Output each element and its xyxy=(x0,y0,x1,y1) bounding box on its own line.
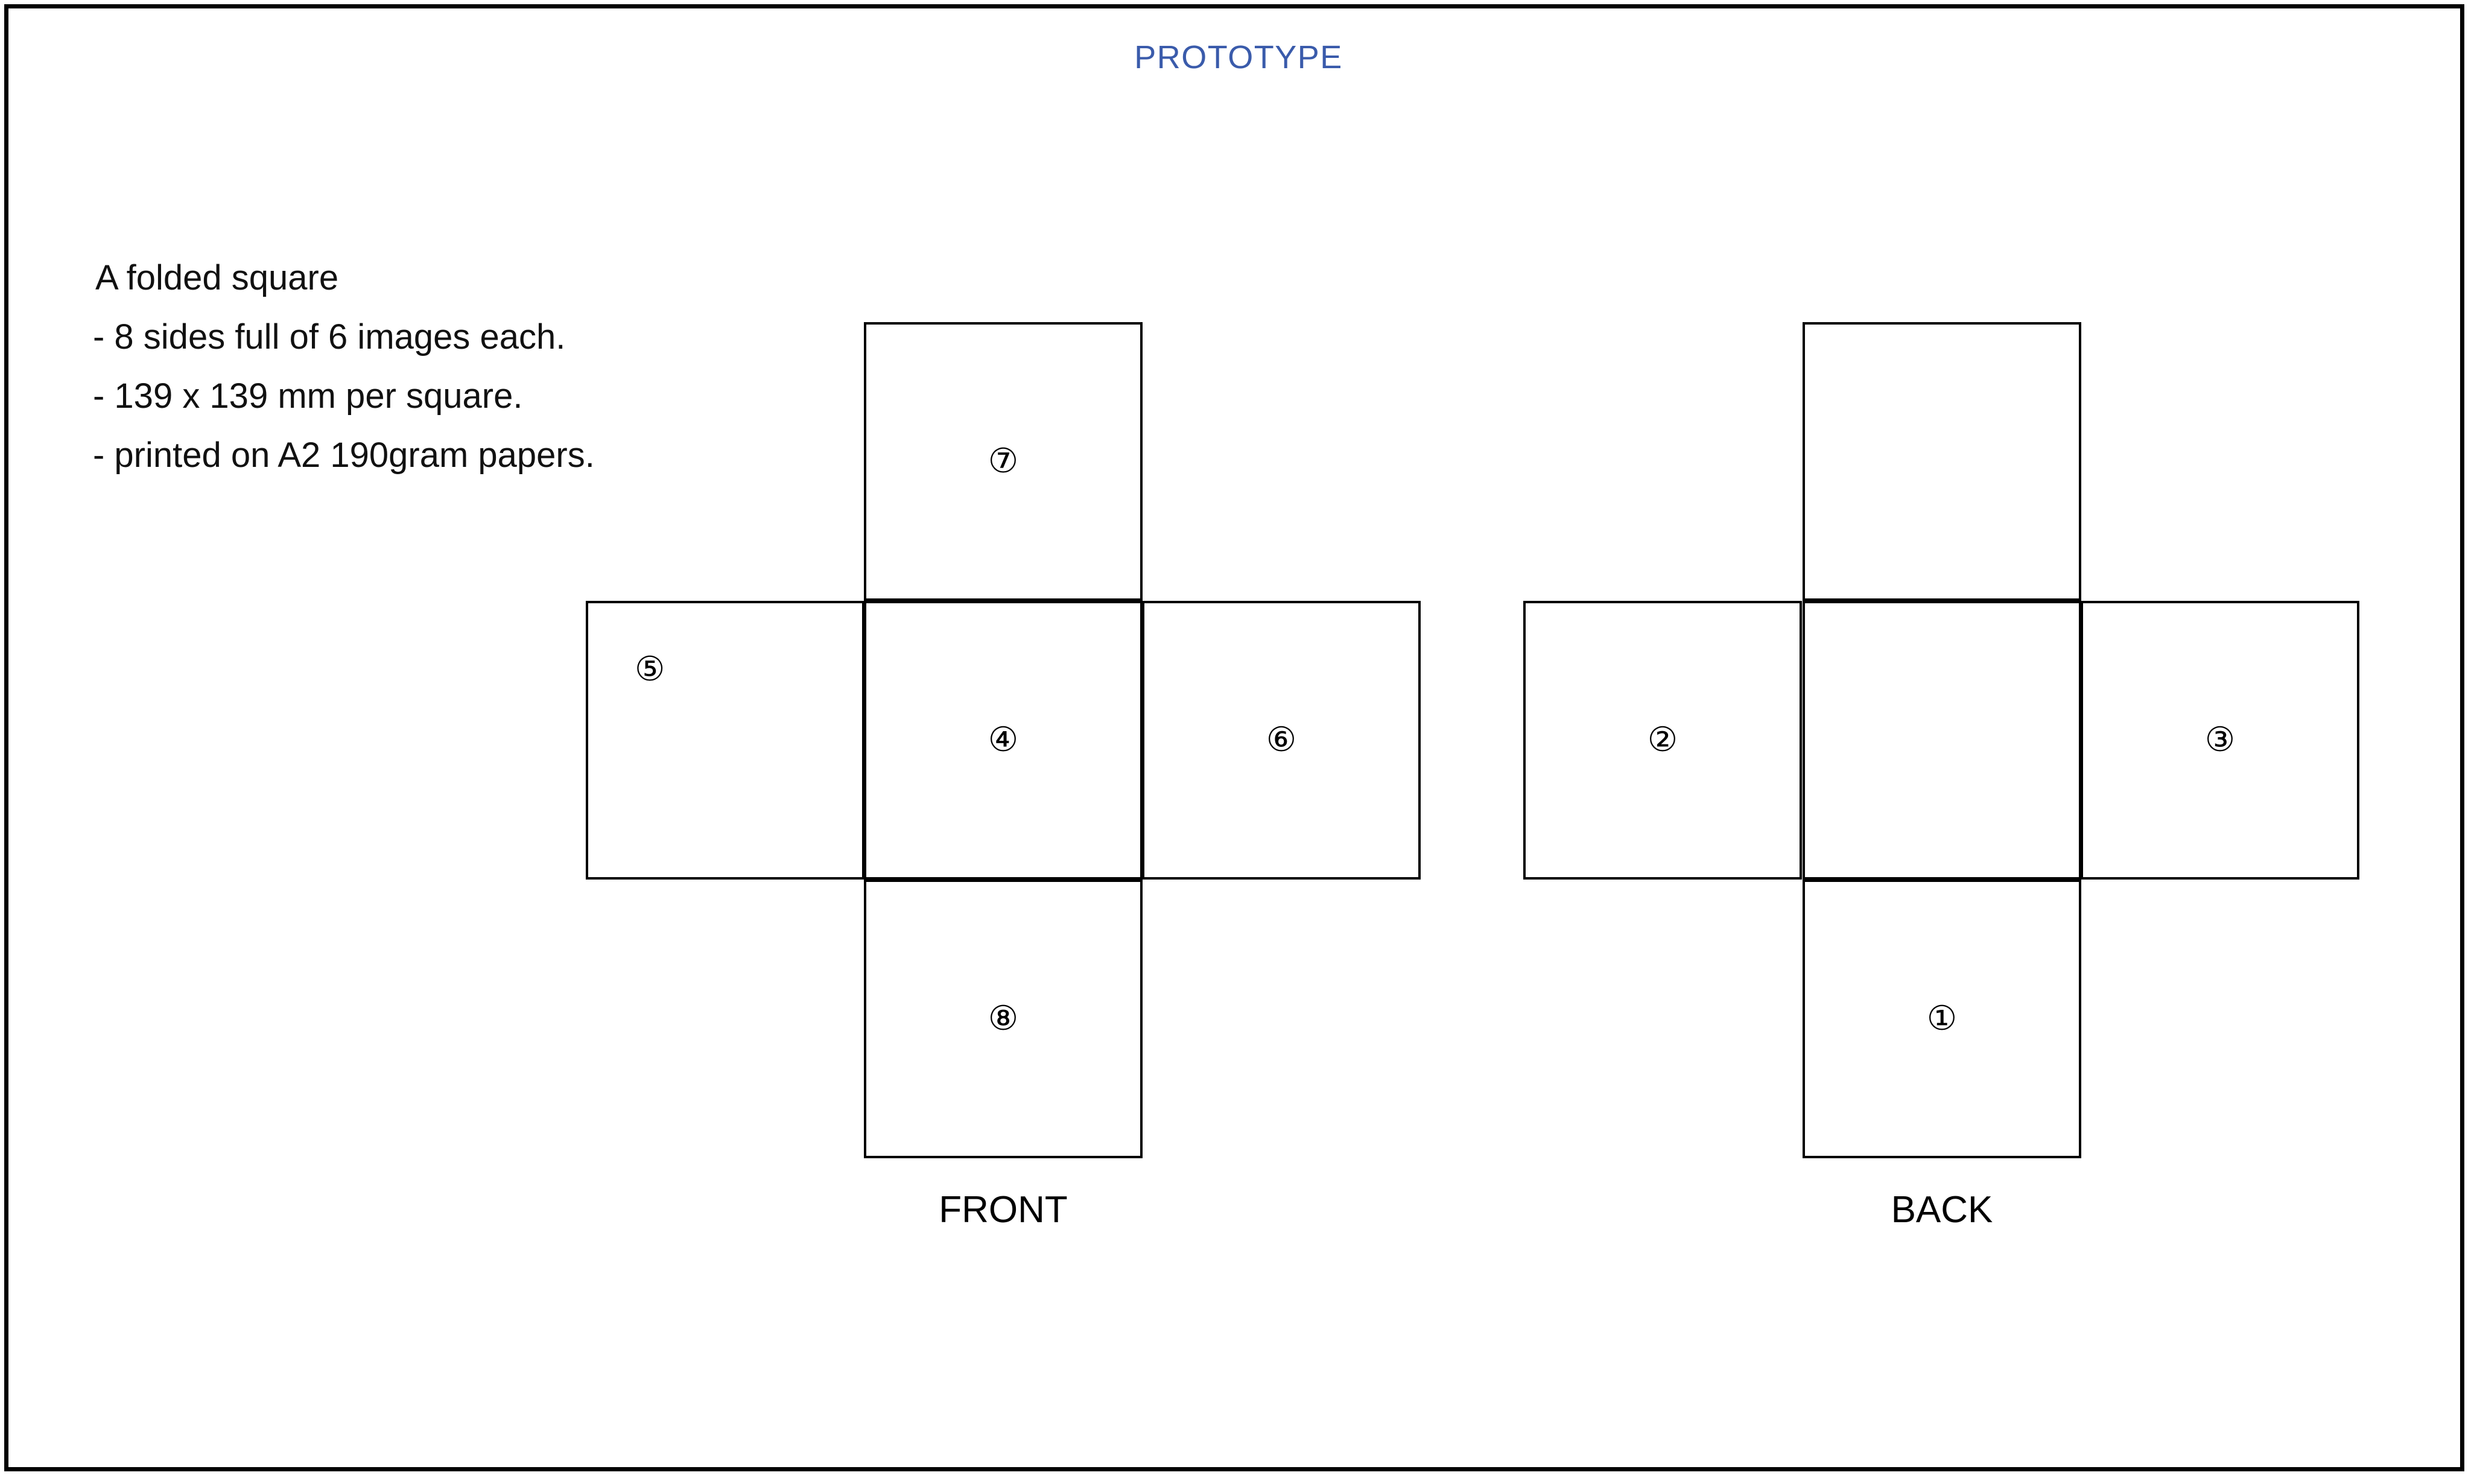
back-cell-center[interactable] xyxy=(1803,601,2081,880)
front-cell-right[interactable]: ⑥ xyxy=(1142,601,1421,880)
front-cell-center[interactable]: ④ xyxy=(864,601,1143,880)
front-cell-left[interactable]: ⑤ xyxy=(586,601,864,880)
description-bullet-2: - 139 x 139 mm per square. xyxy=(93,376,523,416)
back-cell-bottom[interactable]: ① xyxy=(1803,880,2081,1158)
page-border-frame xyxy=(4,4,2464,1471)
front-number-bottom: ⑧ xyxy=(988,999,1019,1038)
front-number-center: ④ xyxy=(988,720,1019,759)
front-number-top: ⑦ xyxy=(988,442,1019,481)
back-number-left: ② xyxy=(1647,720,1678,759)
front-number-left: ⑤ xyxy=(635,649,665,689)
front-cell-top[interactable]: ⑦ xyxy=(864,322,1143,601)
front-cell-bottom[interactable]: ⑧ xyxy=(864,880,1143,1158)
description-bullet-3: - printed on A2 190gram papers. xyxy=(93,436,595,475)
net-back: ② ③ ① xyxy=(1523,322,2361,1161)
back-number-right: ③ xyxy=(2204,720,2236,759)
back-number-bottom: ① xyxy=(1926,999,1958,1038)
description-heading: A folded square xyxy=(95,258,339,297)
back-cell-top[interactable] xyxy=(1803,322,2081,601)
front-number-right: ⑥ xyxy=(1266,720,1297,759)
front-face-label: FRONT xyxy=(939,1189,1068,1231)
back-face-label: BACK xyxy=(1891,1189,1993,1231)
back-cell-right[interactable]: ③ xyxy=(2081,601,2359,880)
back-cell-left[interactable]: ② xyxy=(1523,601,1802,880)
net-front: ⑦ ⑤ ④ ⑥ ⑧ xyxy=(586,322,1424,1161)
description-block: A folded square - 8 sides full of 6 imag… xyxy=(93,249,595,485)
page-title: PROTOTYPE xyxy=(1134,39,1343,75)
description-bullet-1: - 8 sides full of 6 images each. xyxy=(93,317,566,357)
